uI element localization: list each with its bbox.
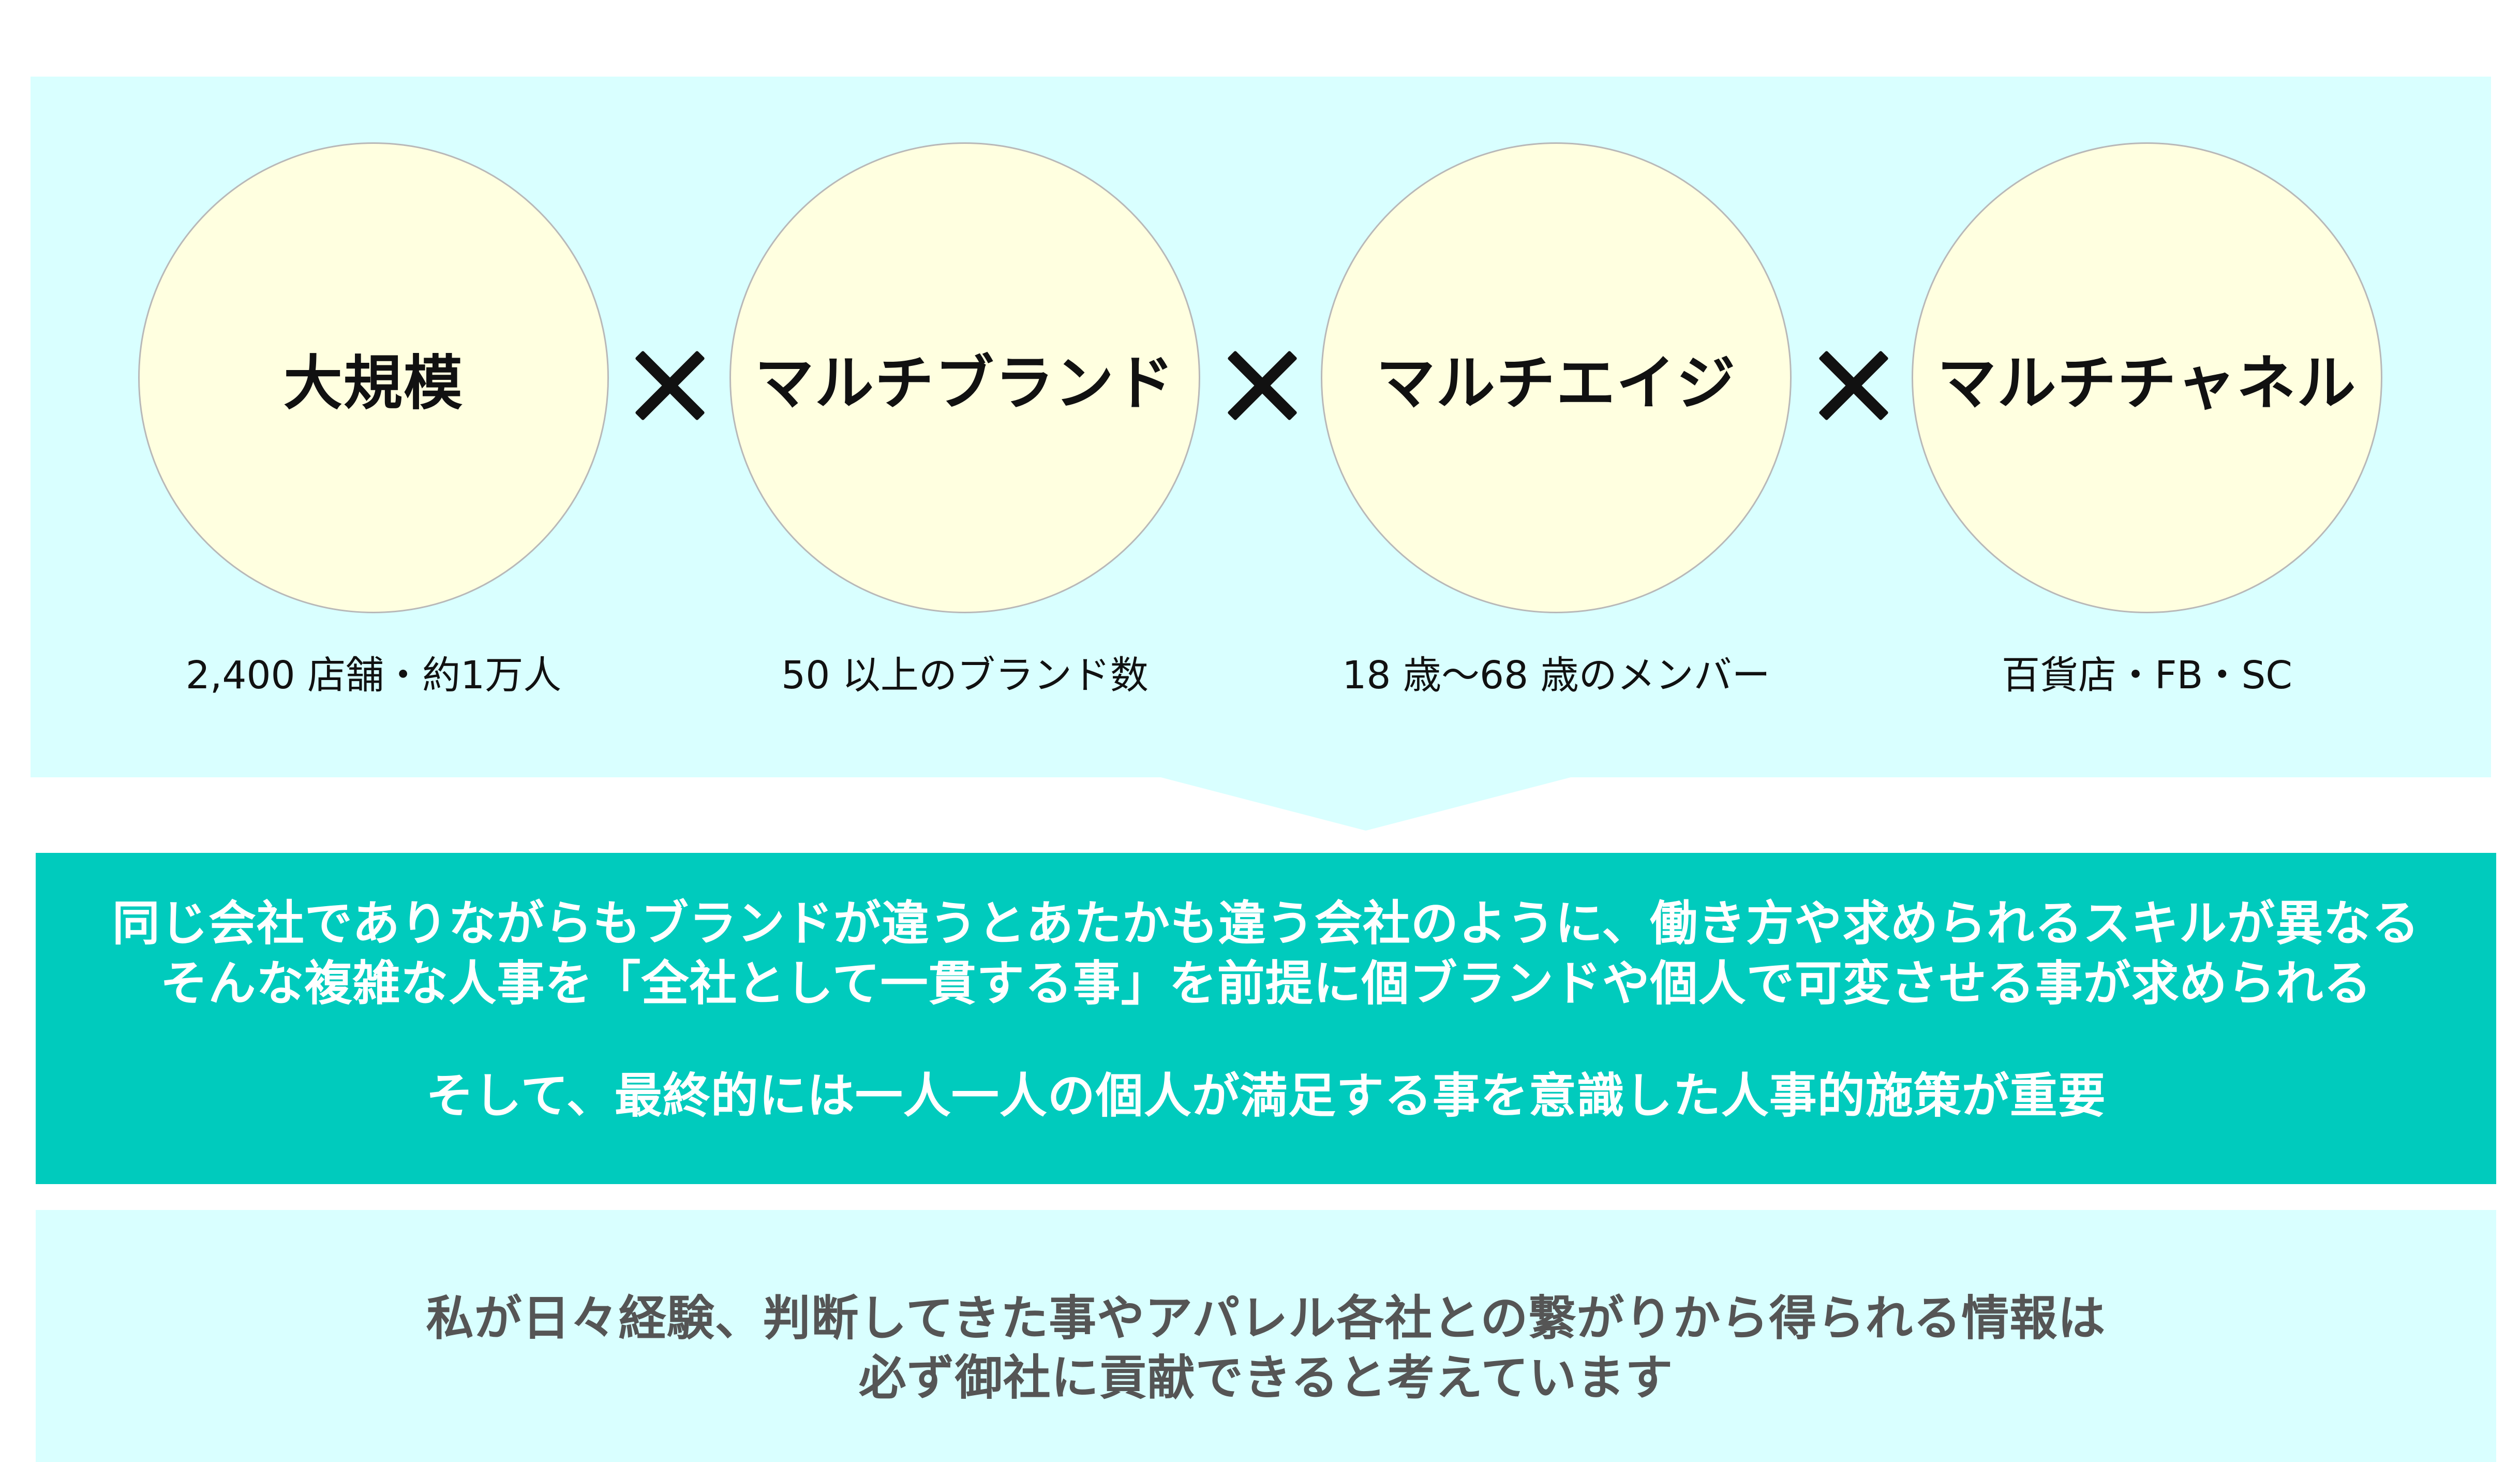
summary-line: そして、最終的には一人一人の個人が満足する事を意識した人事的施策が重要 [426, 1068, 2106, 1124]
pillar-caption: 18 歳〜68 歳のメンバー [1342, 653, 1770, 698]
pillar-caption: 百貨店・FB・SC [2002, 653, 2292, 698]
pillar-circle-scale: 大規模 [138, 142, 609, 613]
times-icon [1815, 347, 1892, 424]
closing-line: 私が日々経験、判断してきた事やアパレル各社との繋がりから得られる情報は [426, 1291, 2106, 1346]
pillar-circle-multi-channel: マルチチャネル [1912, 142, 2382, 613]
pillar-label: 大規模 [283, 348, 464, 418]
pillar-label: マルチチャネル [1937, 348, 2357, 418]
summary-line: そんな複雑な人事を「全社として一貫する事」を前提に個ブランドや個人で可変させる事… [160, 956, 2372, 1011]
times-icon [1224, 347, 1301, 424]
summary-band: 同じ会社でありながらもブランドが違うとあたかも違う会社のように、働き方や求められ… [36, 853, 2496, 1184]
pillar-label: マルチブランド [754, 348, 1175, 418]
pillar-circle-multi-age: マルチエイジ [1321, 142, 1792, 613]
summary-line: 同じ会社でありながらもブランドが違うとあたかも違う会社のように、働き方や求められ… [112, 896, 2420, 951]
closing-panel: 私が日々経験、判断してきた事やアパレル各社との繋がりから得られる情報は 必ず御社… [36, 1210, 2496, 1462]
pillar-caption: 2,400 店舗・約1万人 [185, 653, 562, 698]
closing-line: 必ず御社に貢献できると考えています [858, 1350, 1674, 1406]
times-icon [631, 347, 709, 424]
pillar-label: マルチエイジ [1376, 348, 1736, 418]
pointer-arrow [1159, 777, 1573, 831]
pillar-circle-multi-brand: マルチブランド [729, 142, 1200, 613]
pillar-caption: 50 以上のブランド数 [781, 653, 1149, 698]
